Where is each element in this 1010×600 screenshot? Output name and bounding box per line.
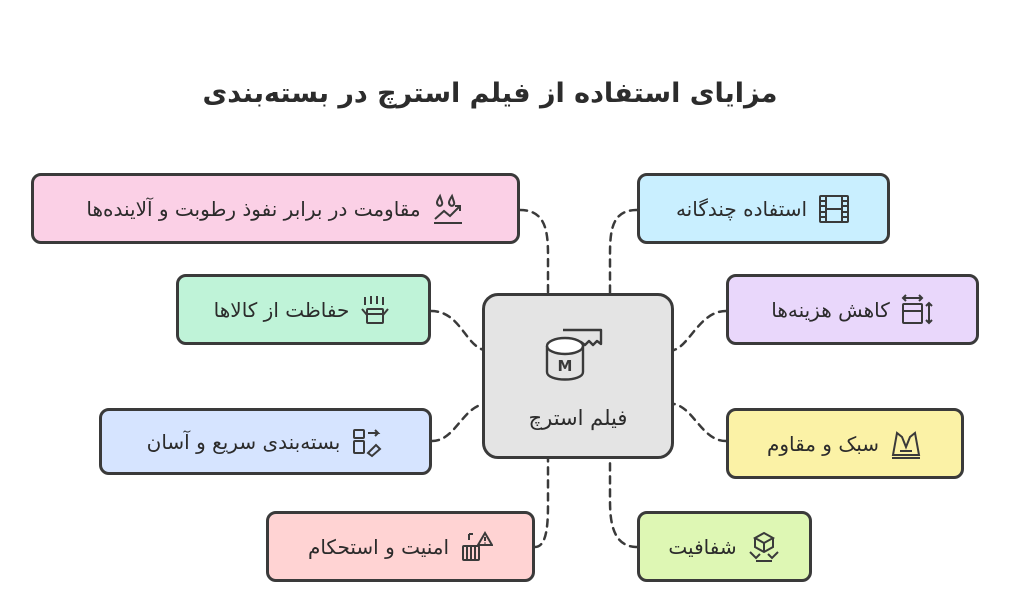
node-cost-reduction: کاهش هزینه‌ها — [726, 274, 979, 345]
node-label: سبک و مقاوم — [766, 431, 880, 456]
connector-security — [533, 457, 550, 549]
center-label: فیلم استرچ — [528, 406, 628, 430]
connector-transparency — [608, 457, 639, 549]
connector-protect — [429, 309, 486, 352]
node-quick-packaging: بسته‌بندی سریع و آسان — [99, 408, 432, 475]
moisture-icon — [431, 192, 465, 226]
connector-quick-pack — [430, 402, 486, 443]
node-multiple-use: استفاده چندگانه — [637, 173, 890, 244]
protect-box-icon — [359, 293, 393, 327]
security-icon — [459, 530, 494, 564]
connector-multi-use — [608, 208, 639, 295]
node-label: استفاده چندگانه — [675, 196, 808, 221]
cost-reduction-icon — [900, 293, 934, 327]
center-node: M فیلم استرچ — [482, 293, 674, 459]
node-lightweight-durable: سبک و مقاوم — [726, 408, 964, 479]
node-label: مقاومت در برابر نفوذ رطوبت و آلاینده‌ها — [86, 196, 421, 221]
node-label: امنیت و استحکام — [307, 534, 450, 559]
connector-moisture — [518, 208, 550, 295]
connector-lightweight — [672, 402, 728, 443]
node-transparency: شفافیت — [637, 511, 812, 582]
node-label: بسته‌بندی سریع و آسان — [146, 429, 341, 454]
node-product-protection: حفاظت از کالاها — [176, 274, 431, 345]
quick-pack-icon — [350, 425, 384, 459]
node-security: امنیت و استحکام — [266, 511, 535, 582]
lightweight-icon — [889, 427, 923, 461]
connector-cost — [672, 309, 728, 352]
node-label: کاهش هزینه‌ها — [771, 297, 890, 322]
diagram-title: مزایای استفاده از فیلم استرچ در بسته‌بند… — [202, 78, 778, 109]
node-label: حفاظت از کالاها — [213, 297, 350, 322]
node-moisture-resistance: مقاومت در برابر نفوذ رطوبت و آلاینده‌ها — [31, 173, 520, 244]
film-roll-icon: M — [543, 322, 613, 392]
film-roll-letter: M — [558, 357, 573, 375]
transparency-icon — [747, 530, 781, 564]
node-label: شفافیت — [668, 534, 737, 559]
film-strip-icon — [817, 192, 851, 226]
